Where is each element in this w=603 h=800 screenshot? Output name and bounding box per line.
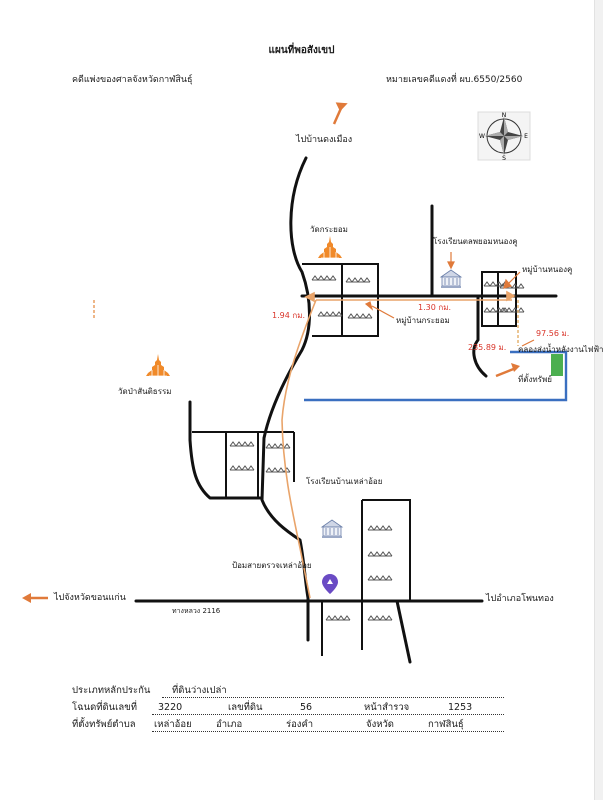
property-marker	[551, 354, 563, 376]
temple-icon	[145, 353, 171, 377]
temple-icon	[317, 235, 343, 259]
distance-1-30km: 1.30 กม.	[418, 303, 452, 312]
label-wat-pa: วัดป่าสันติธรรม	[118, 387, 172, 396]
compass-w: W	[479, 133, 485, 140]
school-icon	[440, 269, 462, 289]
dotted-line	[152, 720, 504, 732]
survey-value: 1253	[448, 702, 473, 713]
location-label: ที่ตั้งทรัพย์ตำบล	[72, 719, 136, 730]
amphoe-value: ร่องคำ	[286, 719, 314, 730]
compass-e: E	[524, 133, 528, 140]
distance-235-89m: 235.89 ม.	[468, 343, 507, 352]
land-no-value: 56	[300, 702, 313, 713]
compass-n: N	[502, 112, 507, 119]
compass-icon: N S E W	[477, 111, 531, 162]
page-title: แผนที่พอสังเขป	[268, 45, 335, 56]
label-property: ที่ตั้งทรัพย์	[518, 375, 552, 384]
canal-line	[304, 350, 568, 402]
page-edge	[594, 0, 603, 800]
tambon-value: เหล่าอ้อย	[154, 719, 192, 730]
deed-value: 3220	[158, 702, 183, 713]
label-village-nong-ku: หมู่บ้านหนองคู	[522, 265, 573, 274]
label-wat-kra-yom: วัดกระยอม	[310, 225, 348, 234]
distance-1-94km: 1.94 กม.	[272, 311, 306, 320]
case-number: หมายเลขคดีแดงที่ ผบ.6550/2560	[386, 75, 523, 85]
school-icon	[321, 519, 343, 539]
type-value: ที่ดินว่างเปล่า	[172, 685, 227, 696]
label-school-lao-oi: โรงเรียนบ้านเหล่าอ้อย	[306, 477, 383, 486]
dotted-line	[162, 686, 504, 698]
label-to-phon-thong: ไปอำเภอโพนทอง	[486, 594, 554, 604]
province-value: กาฬสินธุ์	[428, 719, 464, 730]
compass-s: S	[502, 155, 506, 162]
label-to-dong-mueang: ไปบ้านดงเมือง	[296, 135, 353, 145]
court-name: คดีแพ่งของศาลจังหวัดกาฬสินธุ์	[72, 75, 193, 85]
pointer-arrows	[364, 252, 535, 347]
distance-97-56m: 97.56 ม.	[536, 329, 570, 338]
survey-label: หน้าสำรวจ	[364, 702, 410, 713]
label-to-khon-kaen: ไปจังหวัดขอนแก่น	[54, 593, 126, 603]
land-no-label: เลขที่ดิน	[228, 702, 263, 713]
checkpoint-pin-icon	[322, 574, 338, 594]
label-highway: ทางหลวง 2116	[172, 607, 221, 615]
label-village-kra-yom: หมู่บ้านกระยอม	[396, 316, 450, 325]
dotted-line	[152, 703, 504, 715]
route-line	[93, 290, 519, 599]
deed-label: โฉนดที่ดินเลขที่	[72, 702, 137, 713]
label-checkpoint: ป้อมสายตรวจเหล่าอ้อย	[232, 561, 312, 570]
type-label: ประเภทหลักประกัน	[72, 685, 151, 696]
amphoe-label: อำเภอ	[216, 719, 243, 730]
blocks	[192, 263, 517, 656]
province-label: จังหวัด	[366, 719, 394, 730]
label-school-nong-ku: โรงเรียนตลพยอมหนองคู	[433, 237, 518, 246]
label-canal: คลองส่งน้ำหลังงานไฟฟ้า	[518, 345, 603, 354]
direction-arrows	[22, 102, 520, 603]
